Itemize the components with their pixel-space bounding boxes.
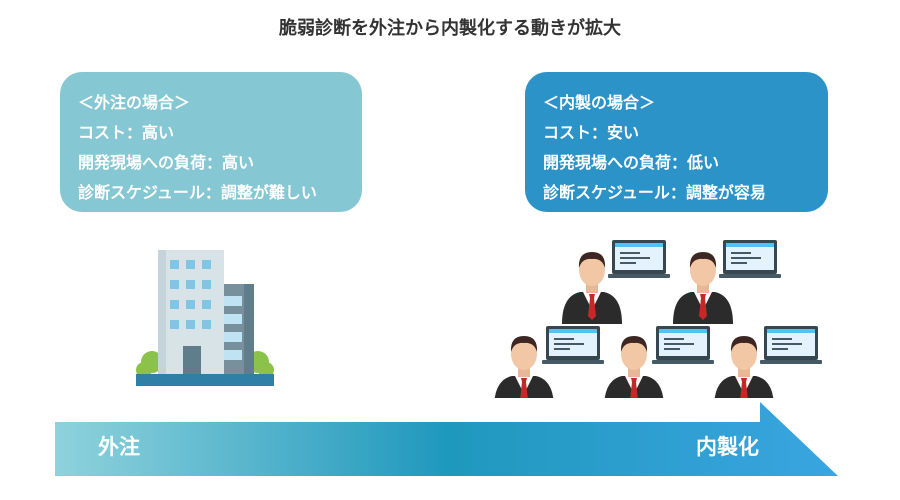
arrow-label-inhouse: 内製化 — [696, 435, 759, 459]
outsource-heading: ＜外注の場合＞ — [78, 93, 191, 112]
inhouse-heading: ＜内製の場合＞ — [543, 93, 656, 112]
inhouse-load: 開発現場への負荷：低い — [543, 153, 720, 172]
arrow-label-outsource: 外注 — [98, 435, 140, 459]
outsource-load: 開発現場への負荷：高い — [78, 153, 255, 172]
outsource-cost: コスト：高い — [78, 123, 175, 142]
office-building-icon — [136, 250, 274, 386]
diagram-title: 脆弱診断を外注から内製化する動きが拡大 — [279, 18, 621, 39]
outsource-schedule: 診断スケジュール：調整が難しい — [78, 183, 317, 202]
inhouse-schedule: 診断スケジュール：調整が容易 — [543, 183, 766, 202]
inhouse-info-box: ＜内製の場合＞ コスト：安い 開発現場への負荷：低い 診断スケジュール：調整が容… — [525, 72, 828, 212]
inhouse-cost: コスト：安い — [543, 123, 640, 142]
outsource-info-box: ＜外注の場合＞ コスト：高い 開発現場への負荷：高い 診断スケジュール：調整が難… — [60, 72, 362, 212]
transition-arrow — [55, 402, 838, 476]
developer-group-icon — [494, 240, 822, 398]
